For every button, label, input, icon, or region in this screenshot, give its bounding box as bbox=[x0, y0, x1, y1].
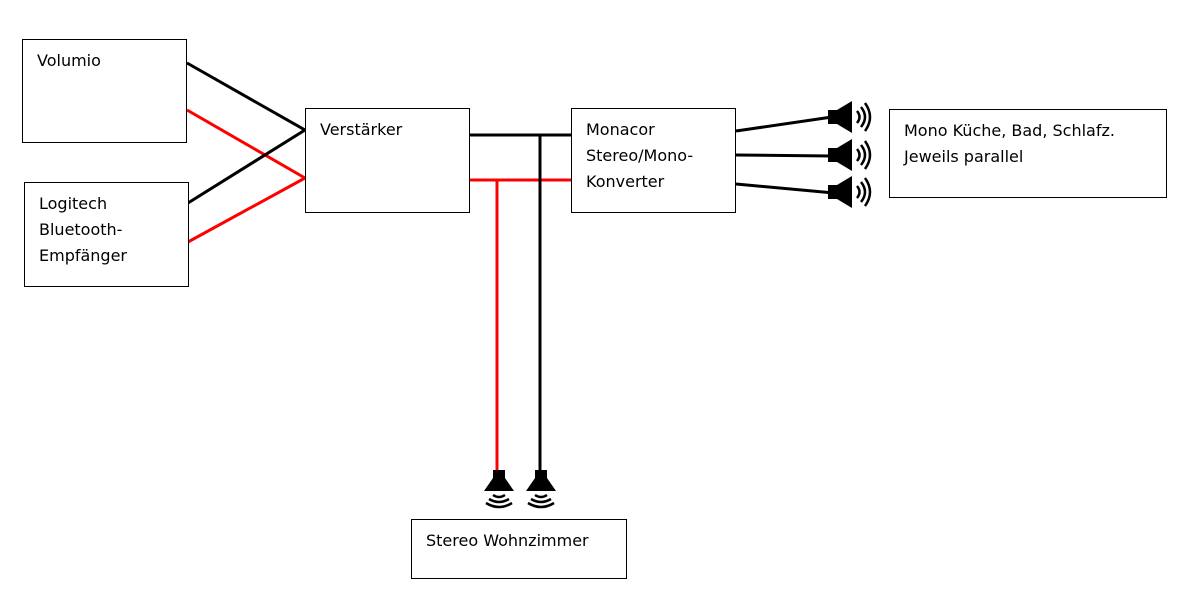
node-volumio: Volumio bbox=[22, 39, 187, 143]
node-label: Bluetooth- bbox=[39, 220, 123, 239]
node-converter: Monacor Stereo/Mono- Konverter bbox=[571, 108, 736, 213]
node-label: Volumio bbox=[37, 51, 101, 70]
wire-mono-1 bbox=[735, 115, 833, 133]
wire-logitech-right bbox=[187, 176, 306, 244]
speaker-icon bbox=[828, 176, 872, 208]
node-label: Mono Küche, Bad, Schlafz. bbox=[904, 121, 1115, 140]
speaker-down-icon bbox=[526, 470, 556, 509]
node-label: Verstärker bbox=[320, 120, 403, 139]
node-amplifier: Verstärker bbox=[305, 108, 470, 213]
node-label: Monacor bbox=[586, 120, 655, 139]
node-label: Empfänger bbox=[39, 246, 128, 265]
node-label: Stereo/Mono- bbox=[586, 146, 694, 165]
node-label: Stereo Wohnzimmer bbox=[426, 531, 589, 550]
wire-mono-2 bbox=[735, 153, 833, 158]
node-label: Jeweils parallel bbox=[904, 147, 1024, 166]
wire-mono-3 bbox=[735, 182, 835, 195]
node-label: Konverter bbox=[586, 172, 665, 191]
wire-logitech-left bbox=[187, 128, 306, 205]
node-label: Logitech bbox=[39, 194, 108, 213]
node-stereo-room: Stereo Wohnzimmer bbox=[411, 519, 627, 579]
wire-volumio-right bbox=[186, 108, 306, 180]
node-logitech: Logitech Bluetooth- Empfänger bbox=[24, 182, 189, 287]
speaker-down-icon bbox=[484, 470, 514, 509]
wire-volumio-left bbox=[186, 61, 306, 132]
node-mono-rooms: Mono Küche, Bad, Schlafz. Jeweils parall… bbox=[889, 109, 1167, 198]
speaker-icon bbox=[828, 139, 872, 171]
speaker-icon bbox=[828, 101, 872, 133]
